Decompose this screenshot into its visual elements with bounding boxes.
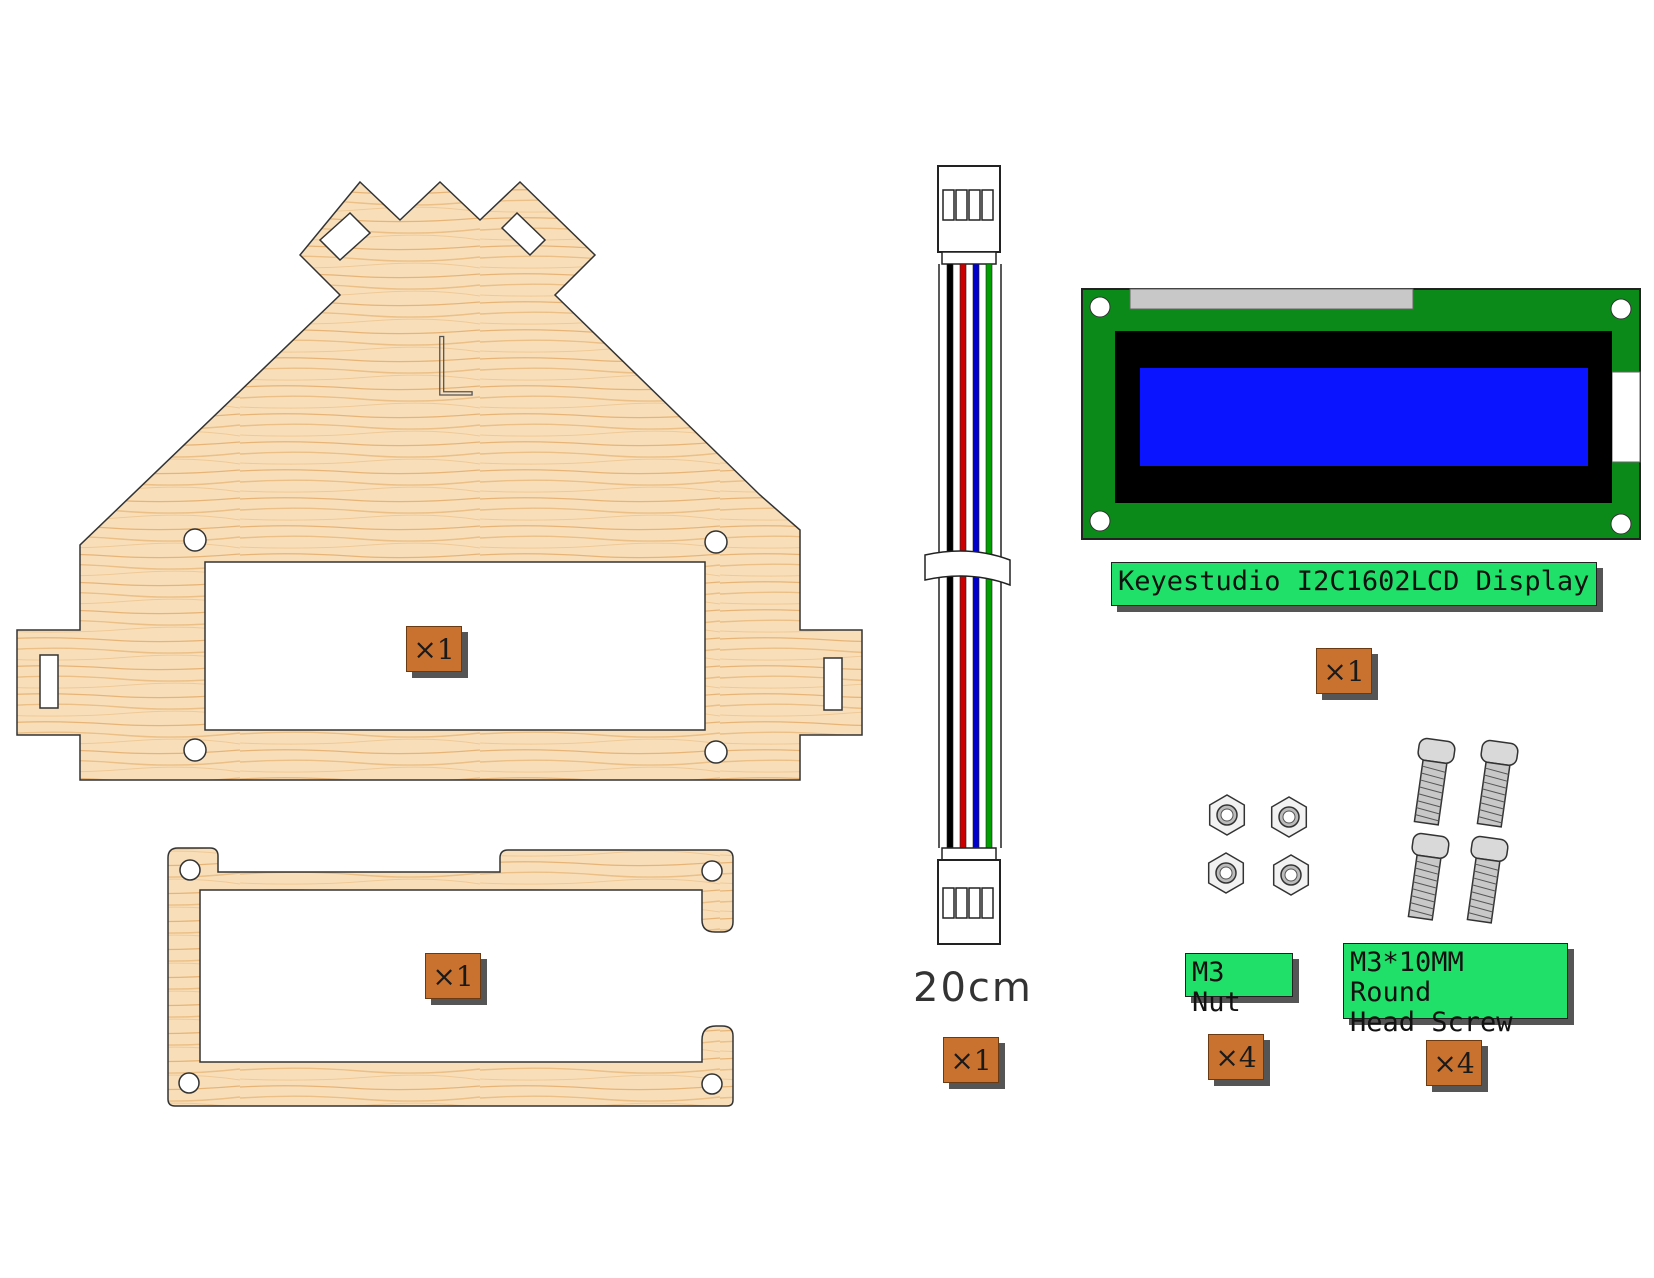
lcd-pcb-strip — [1129, 288, 1414, 310]
engraving-letter: L — [430, 321, 475, 414]
mount-hole — [701, 860, 723, 882]
lcd-mount-hole — [1089, 510, 1111, 532]
mount-hole — [178, 1072, 200, 1094]
nut-label: M3 Nut — [1185, 953, 1293, 1018]
nuts — [1207, 794, 1310, 896]
cable-4pin — [875, 150, 1050, 1035]
m3-screw — [1413, 737, 1456, 826]
top-plate-panel: L — [16, 180, 863, 781]
cable-break-mark — [924, 550, 1011, 587]
mount-hole — [701, 1073, 723, 1095]
mount-hole — [183, 738, 207, 762]
lcd-mount-hole — [1610, 298, 1632, 320]
mount-hole — [704, 530, 728, 554]
bracket-panel — [167, 847, 734, 1107]
m3-nut — [1208, 794, 1246, 836]
connector-bottom — [937, 847, 1001, 945]
lcd-module — [1081, 288, 1641, 540]
cable-quantity-badge: ×1 — [943, 1037, 999, 1083]
screw-label: M3*10MM Round Head Screw — [1343, 943, 1568, 1038]
bracket-outline — [167, 847, 734, 1107]
lcd-screen — [1140, 368, 1588, 466]
cable-length-label: 20cm — [913, 965, 1033, 1011]
bracket-quantity-badge: ×1 — [425, 953, 481, 999]
m3-screw — [1407, 832, 1450, 921]
m3-screw — [1476, 739, 1519, 828]
lcd-mount-hole — [1610, 513, 1632, 535]
lcd-label: Keyestudio I2C1602LCD Display — [1111, 562, 1597, 606]
m3-nut — [1270, 796, 1308, 838]
m3-screw — [1466, 835, 1509, 924]
m3-nut — [1272, 854, 1310, 896]
connector-top — [937, 165, 1001, 265]
m3-nut — [1207, 852, 1245, 894]
screw-quantity-badge: ×4 — [1426, 1040, 1482, 1086]
mount-hole — [704, 740, 728, 764]
mount-hole — [183, 528, 207, 552]
top-plate-quantity-badge: ×1 — [406, 626, 462, 672]
lcd-mount-hole — [1089, 296, 1111, 318]
nut-quantity-badge: ×4 — [1208, 1034, 1264, 1080]
lcd-quantity-badge: ×1 — [1316, 648, 1372, 694]
top-plate-outline — [16, 180, 863, 781]
lcd-side-connector — [1611, 371, 1641, 463]
screws — [1407, 737, 1519, 924]
mount-hole — [179, 859, 201, 881]
